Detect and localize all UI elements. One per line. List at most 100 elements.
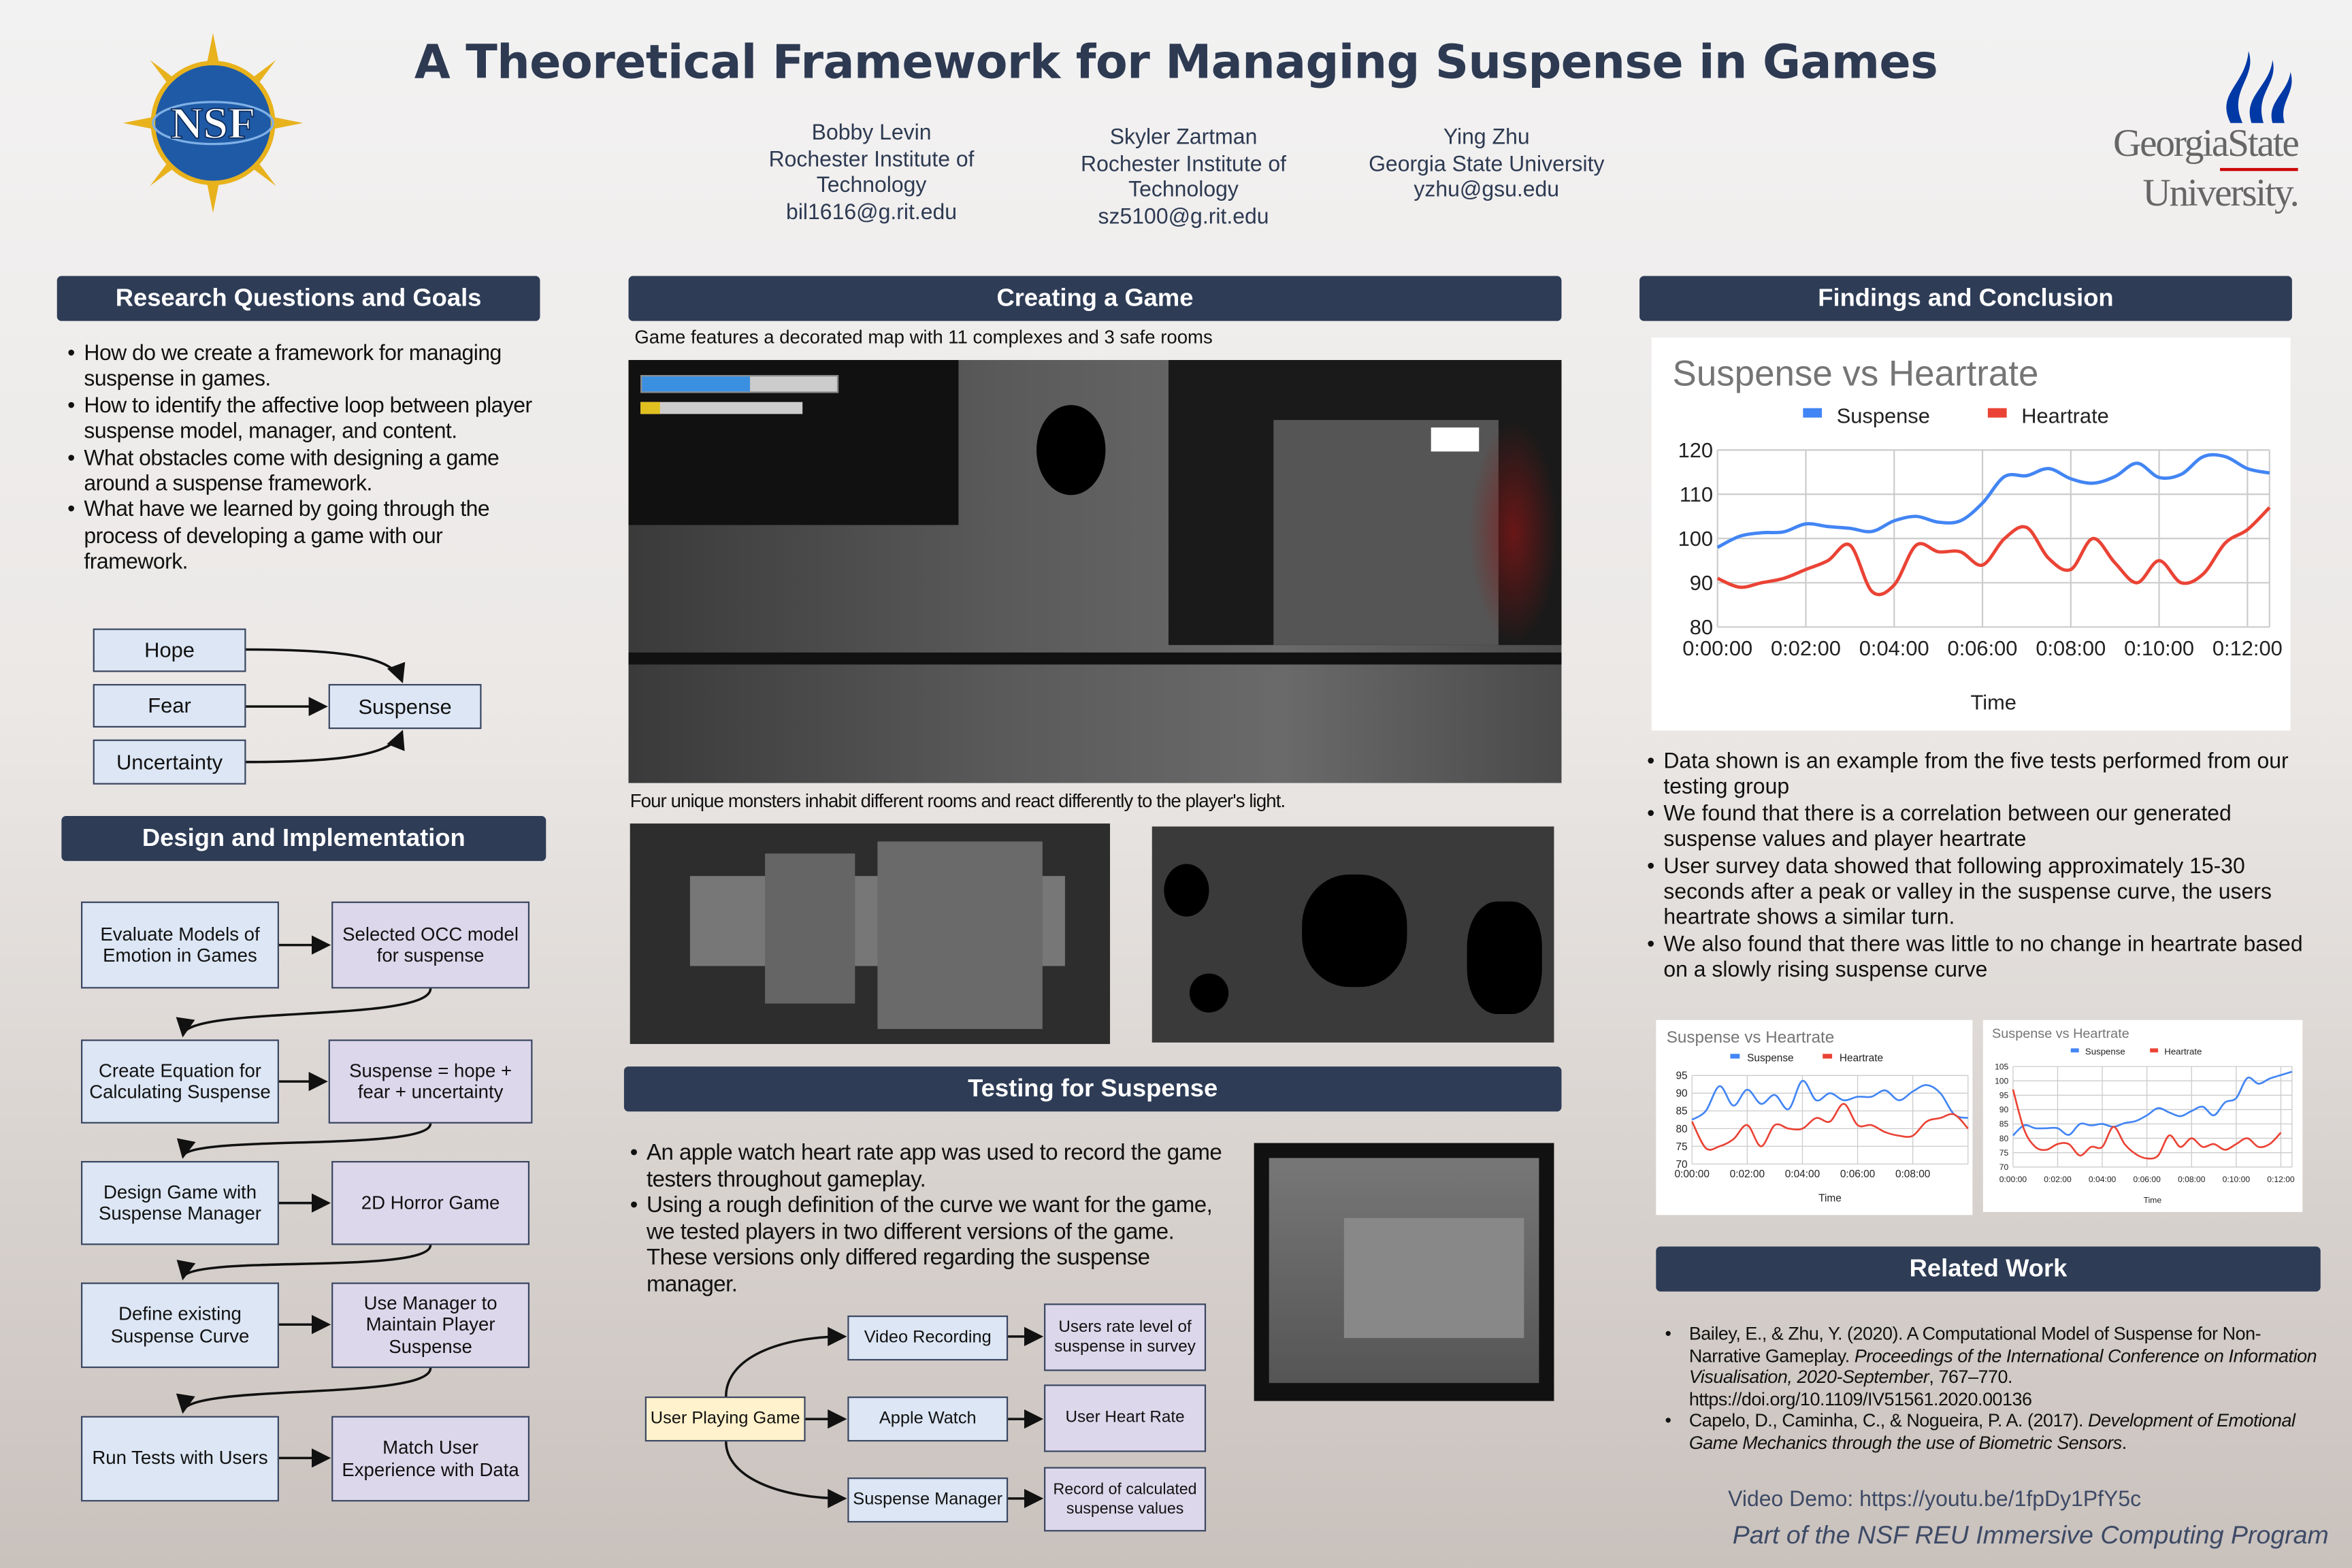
series-line-heartrate bbox=[1716, 506, 2271, 596]
legend-swatch-heartrate bbox=[1987, 408, 2007, 418]
step-3-right: 2D Horror Game bbox=[331, 1160, 530, 1245]
monster bbox=[1189, 973, 1229, 1013]
survey-box: Users rate level of suspense in survey bbox=[1044, 1303, 1207, 1371]
x-tick-label: 0:04:00 bbox=[1859, 636, 1929, 660]
monster bbox=[1036, 405, 1106, 495]
x-tick-label: 0:00:00 bbox=[1675, 1169, 1710, 1180]
bullet: How to identify the affective loop betwe… bbox=[67, 394, 551, 446]
gsu-logo: GeorgiaState University. bbox=[2089, 48, 2307, 220]
monster bbox=[1467, 901, 1542, 1014]
x-tick-label: 0:10:00 bbox=[2223, 1175, 2251, 1184]
stamina-bar bbox=[640, 402, 803, 414]
author-affiliation: Georgia State University bbox=[1369, 152, 1605, 176]
y-tick-label: 85 bbox=[1999, 1120, 2009, 1129]
gsu-logo-line1: GeorgiaState bbox=[2112, 121, 2300, 165]
step-1-right: Selected OCC model for suspense bbox=[331, 901, 530, 989]
related-heading: Related Work bbox=[1656, 1246, 2321, 1292]
legend-swatch-suspense bbox=[2070, 1048, 2079, 1053]
chart-title: Suspense vs Heartrate bbox=[1673, 353, 2039, 393]
y-tick-label: 105 bbox=[1995, 1062, 2008, 1071]
step-2-right: Suspense = hope + fear + uncertainty bbox=[328, 1039, 533, 1124]
blood-splatter bbox=[1468, 420, 1559, 645]
x-tick-label: 0:04:00 bbox=[2089, 1175, 2117, 1184]
y-tick-label: 80 bbox=[1676, 1124, 1687, 1135]
nsf-logo: NSF bbox=[122, 33, 304, 213]
ref-text: Bailey, E., & Zhu, Y. (2020). A Computat… bbox=[1688, 1323, 2261, 1367]
legend-label-heartrate: Heartrate bbox=[2021, 404, 2109, 427]
suspense-box: Suspense bbox=[328, 684, 482, 730]
x-tick-label: 0:12:00 bbox=[2267, 1175, 2295, 1184]
video-recording-box: Video Recording bbox=[847, 1315, 1009, 1361]
game-map-image bbox=[630, 823, 1111, 1045]
step-1-left: Evaluate Models of Emotion in Games bbox=[81, 901, 279, 989]
findings-bullets: Data shown is an example from the five t… bbox=[1647, 750, 2307, 985]
author-name: Skyler Zartman bbox=[1109, 126, 1258, 150]
gsu-logo-line2: University. bbox=[2142, 171, 2299, 215]
step-4-left: Define existing Suspense Curve bbox=[81, 1282, 279, 1369]
y-tick-label: 85 bbox=[1676, 1106, 1687, 1117]
legend-swatch-heartrate bbox=[2150, 1048, 2159, 1053]
series-line-suspense bbox=[2012, 1071, 2293, 1137]
bullet: Using a rough definition of the curve we… bbox=[630, 1192, 1223, 1297]
bullet: We found that there is a correlation bet… bbox=[1647, 802, 2307, 855]
suspense-manager-box: Suspense Manager bbox=[847, 1477, 1009, 1523]
reference: Capelo, D., Caminha, C., & Nogueira, P. … bbox=[1665, 1411, 2318, 1454]
poster-title: A Theoretical Framework for Managing Sus… bbox=[414, 35, 1938, 91]
x-tick-label: 0:02:00 bbox=[2044, 1175, 2072, 1184]
author-email: yzhu@gsu.edu bbox=[1414, 178, 1560, 203]
x-tick-label: 0:06:00 bbox=[1948, 636, 2018, 660]
game-caption-1: Game features a decorated map with 11 co… bbox=[634, 327, 1213, 348]
author-name: Bobby Levin bbox=[811, 121, 932, 146]
series-line-heartrate bbox=[1691, 1102, 1969, 1151]
suspense-values-box: Record of calculated suspense values bbox=[1044, 1467, 1207, 1532]
legend-swatch-suspense bbox=[1803, 408, 1823, 418]
game-screenshot-main bbox=[628, 359, 1562, 783]
y-tick-label: 90 bbox=[1676, 1088, 1687, 1100]
y-tick-label: 75 bbox=[1676, 1141, 1687, 1153]
flame-icon bbox=[2226, 50, 2292, 123]
series-line-suspense bbox=[1716, 453, 2270, 549]
user-playing-game-box: User Playing Game bbox=[644, 1396, 806, 1442]
design-heading: Design and Implementation bbox=[61, 816, 546, 862]
y-tick-label: 90 bbox=[1690, 571, 1713, 595]
map-complex bbox=[877, 841, 1043, 1030]
series-line-suspense bbox=[1691, 1079, 1969, 1121]
game-heading: Creating a Game bbox=[628, 276, 1562, 321]
legend-label-suspense: Suspense bbox=[2085, 1047, 2125, 1057]
author-name: Ying Zhu bbox=[1443, 126, 1530, 150]
y-tick-label: 95 bbox=[1676, 1071, 1687, 1082]
y-tick-label: 80 bbox=[1999, 1134, 2009, 1143]
room-floor bbox=[1273, 420, 1499, 645]
y-tick-label: 70 bbox=[1999, 1162, 2009, 1172]
ref-tail: , 767–770. https://doi.org/10.1109/IV515… bbox=[1688, 1367, 2032, 1410]
x-tick-label: 0:10:00 bbox=[2124, 636, 2194, 660]
legend-label-heartrate: Heartrate bbox=[2164, 1047, 2202, 1057]
testing-game-image bbox=[1254, 1143, 1554, 1401]
legend-label-heartrate: Heartrate bbox=[1840, 1052, 1883, 1064]
step-5-right: Match User Experience with Data bbox=[331, 1416, 530, 1502]
x-tick-label: 0:12:00 bbox=[2212, 636, 2283, 660]
y-tick-label: 75 bbox=[1999, 1148, 2009, 1158]
game-caption-2: Four unique monsters inhabit different r… bbox=[630, 790, 1286, 812]
x-tick-label: 0:08:00 bbox=[1895, 1169, 1930, 1180]
y-tick-label: 100 bbox=[1678, 527, 1713, 551]
bullet: Data shown is an example from the five t… bbox=[1647, 750, 2307, 802]
monster bbox=[1302, 874, 1407, 987]
step-3-left: Design Game with Suspense Manager bbox=[81, 1160, 279, 1245]
logo-rule bbox=[2220, 167, 2298, 172]
ref-text: Capelo, D., Caminha, C., & Nogueira, P. … bbox=[1688, 1410, 2089, 1432]
video-demo-link[interactable]: Video Demo: https://youtu.be/1fpDy1PfY5c bbox=[1728, 1488, 2142, 1512]
bullet: What obstacles come with designing a gam… bbox=[67, 446, 551, 499]
x-tick-label: 0:08:00 bbox=[2178, 1175, 2206, 1184]
heart-rate-box: User Heart Rate bbox=[1044, 1384, 1207, 1452]
legend-swatch-heartrate bbox=[1823, 1054, 1833, 1059]
testing-heading: Testing for Suspense bbox=[623, 1066, 1562, 1112]
y-tick-label: 95 bbox=[1999, 1091, 2009, 1100]
uncertainty-box: Uncertainty bbox=[93, 739, 246, 785]
legend-swatch-suspense bbox=[1730, 1054, 1740, 1059]
